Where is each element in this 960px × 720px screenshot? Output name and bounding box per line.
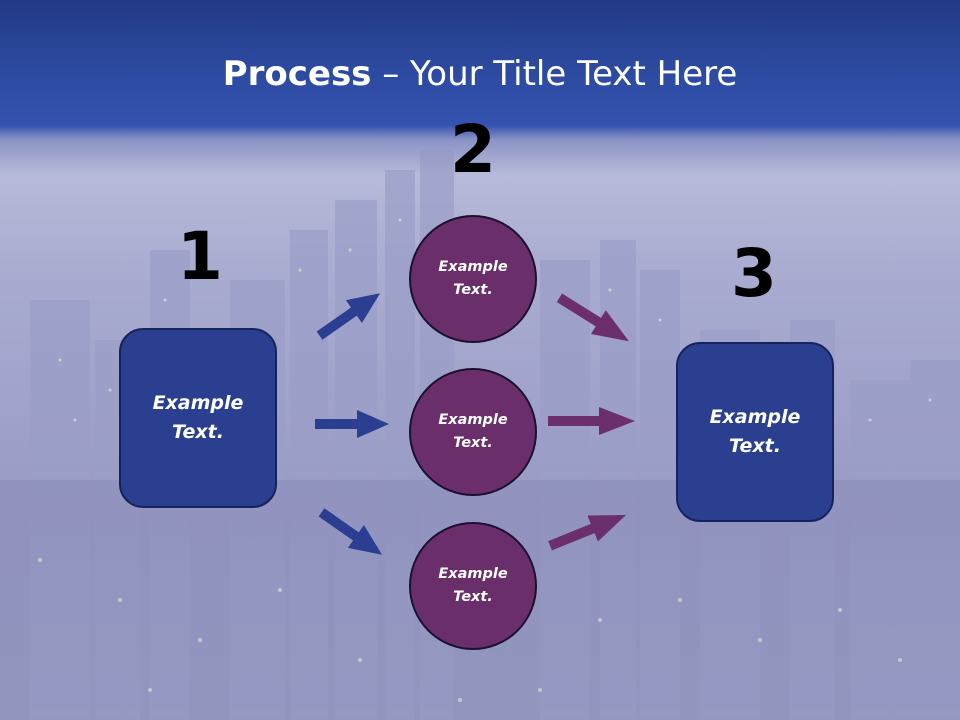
title-rest: – Your Title Text Here (371, 54, 738, 94)
step-3-box: Example Text. (676, 342, 834, 522)
step-2-circle-middle: Example Text. (409, 368, 537, 496)
arrow-circle-bottom-to-step3 (548, 515, 627, 551)
arrow-step1-to-circle-middle (315, 410, 389, 438)
arrow-step1-to-circle-bottom (318, 508, 383, 555)
step-3-text: Example Text. (709, 406, 801, 457)
circle-top-text: Example Text. (438, 259, 508, 298)
slide-title: Process – Your Title Text Here (0, 52, 960, 96)
title-bold: Process (222, 54, 372, 94)
arrow-circle-top-to-step3 (556, 293, 629, 342)
step-1-text: Example Text. (152, 392, 244, 443)
circle-middle-text: Example Text. (438, 412, 508, 451)
arrow-circle-middle-to-step3 (548, 407, 635, 435)
step-1-box: Example Text. (119, 328, 277, 508)
arrow-step1-to-circle-top (316, 293, 381, 340)
step-number-1: 1 (177, 218, 223, 295)
step-2-circle-top: Example Text. (409, 215, 537, 343)
step-2-circle-bottom: Example Text. (409, 522, 537, 650)
step-number-3: 3 (731, 235, 777, 312)
circle-bottom-text: Example Text. (438, 566, 508, 605)
step-number-2: 2 (450, 111, 496, 188)
